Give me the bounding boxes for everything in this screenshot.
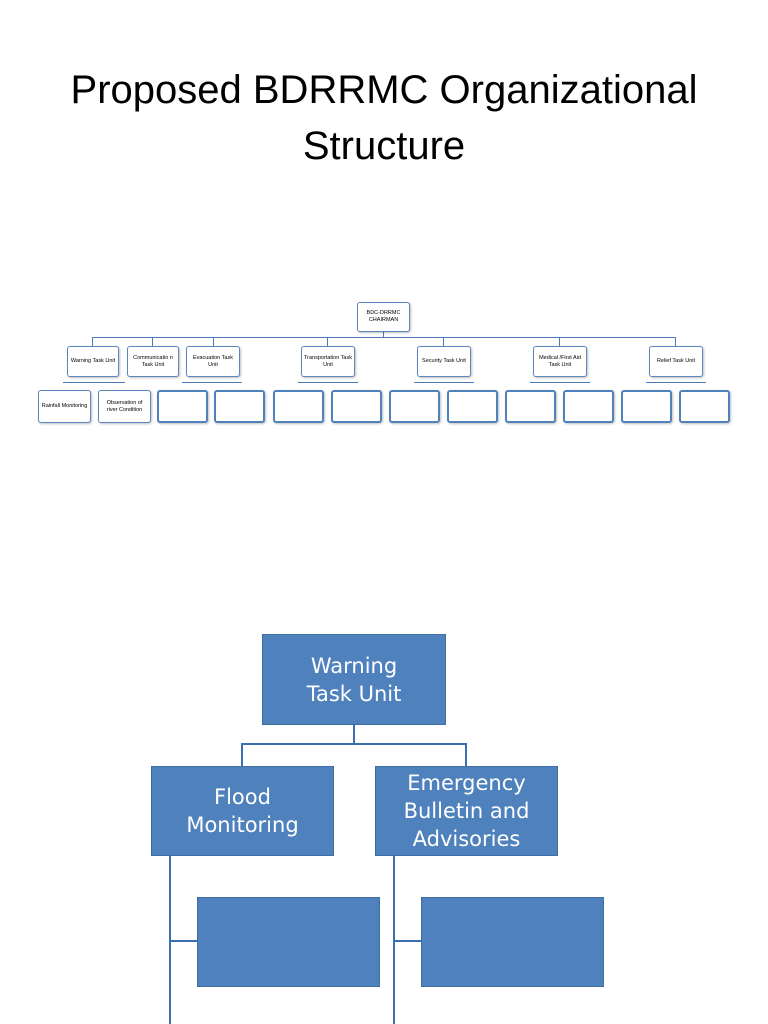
sub-box-empty (273, 390, 324, 423)
sub-box-empty (621, 390, 672, 423)
connector-sub-6 (530, 382, 590, 383)
unit-box-relief: Relief Task Unit (649, 346, 703, 377)
sub-box-empty (679, 390, 730, 423)
chairman-box: BDC-DRRMC CHAIRMAN (357, 302, 410, 332)
connector-child-1 (241, 743, 243, 766)
unit-box-warning: Warning Task Unit (67, 346, 119, 377)
title-line-2: Structure (302, 124, 466, 168)
flood-monitoring-label: Flood Monitoring (186, 785, 299, 837)
sub-box-empty (214, 390, 265, 423)
unit-box-communication: Communicatio n Task Unit (127, 346, 179, 377)
warning-task-unit-box: Warning Task Unit (262, 634, 446, 725)
connector-units-bar (92, 337, 676, 338)
connector-sub-4 (298, 382, 358, 383)
overview-org-chart: BDC-DRRMC CHAIRMAN Warning Task Unit Com… (0, 290, 768, 430)
connector-unit-2 (152, 337, 153, 346)
title-line-1: Proposed BDRRMC Organizational (70, 68, 698, 112)
sub-box-empty (447, 390, 498, 423)
unit-box-transportation: Transportation Task Unit (301, 346, 355, 377)
connector-child-2 (465, 743, 467, 766)
connector-unit-4 (327, 337, 328, 346)
emergency-bulletin-label: Emergency Bulletin and Advisories (403, 771, 530, 851)
connector-unit-6 (559, 337, 560, 346)
unit-box-medical: Medical /First Aid Task Unit (533, 346, 587, 377)
flood-monitoring-box: Flood Monitoring (151, 766, 334, 856)
connector-sub-3 (182, 382, 242, 383)
connector-root-down (353, 724, 355, 744)
connector-sub-1 (63, 382, 125, 383)
warning-task-unit-label: Warning Task Unit (306, 653, 402, 706)
sub-box-river-condition: Observation of river Condition (98, 390, 151, 423)
connector-sub-7 (646, 382, 706, 383)
sub-box-empty (331, 390, 382, 423)
connector-root-down (383, 331, 384, 338)
unit-box-security: Security Task Unit (417, 346, 471, 377)
sub-box-empty (389, 390, 440, 423)
sub-box-empty (505, 390, 556, 423)
slide-title: Proposed BDRRMC Organizational Structure (0, 62, 768, 174)
connector-unit-1 (92, 337, 93, 346)
flood-sub-box (197, 897, 380, 987)
connector-bulletin-branch (393, 940, 421, 942)
sub-box-rainfall: Rainfall Monitoring (38, 390, 91, 423)
bulletin-sub-box (421, 897, 604, 987)
connector-unit-3 (213, 337, 214, 346)
sub-box-empty (563, 390, 614, 423)
connector-unit-5 (443, 337, 444, 346)
connector-children-bar (241, 743, 467, 745)
connector-sub-5 (414, 382, 474, 383)
emergency-bulletin-box: Emergency Bulletin and Advisories (375, 766, 558, 856)
unit-box-evacuation: Evacuation Task Unit (186, 346, 240, 377)
sub-box-empty (157, 390, 208, 423)
connector-unit-7 (675, 337, 676, 346)
connector-flood-branch (169, 940, 197, 942)
